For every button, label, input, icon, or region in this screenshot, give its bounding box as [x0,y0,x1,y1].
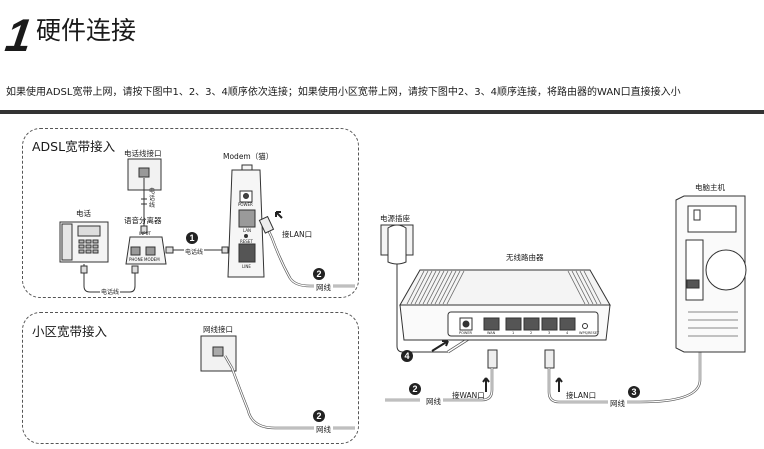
step-badge-2-adsl: 2 [313,268,325,280]
step-badge-1: 1 [186,232,198,244]
router-reset-label: WPS/RESET [579,331,600,335]
phone-label: 电话 [76,209,91,218]
lan-net-cable-label: 网线 [608,398,627,409]
wan-net-cable-label: 网线 [424,396,443,407]
router-lan-port-1 [505,317,522,331]
router-power-port-label: POWER [459,331,472,335]
modem-reset-label: RESET [240,239,253,244]
phone-jack-label: 电话线接口 [124,149,162,158]
intro-text: 如果使用ADSL宽带上网，请按下图中1、2、3、4顺序依次连接；如果使用小区宽带… [6,87,681,98]
router-lan-port-4 [559,317,576,331]
modem-power-label: POWER [238,202,253,207]
modem-label: Modem（猫） [223,152,274,161]
router-wan-port [483,317,500,331]
adsl-net-cable-label: 网线 [314,282,333,293]
community-section-title: 小区宽带接入 [32,324,108,339]
router-lan2-label: 2 [530,331,533,335]
phone-jack-port [138,167,150,178]
step-badge-4: 4 [401,350,413,362]
step-badge-2-community: 2 [313,410,325,422]
adsl-section-title: ADSL宽带接入 [32,139,116,154]
phone-line-vertical-label: 电话线 [149,188,156,209]
plug-wan-label: 接WAN口 [452,391,485,400]
modem-lan-port [238,209,256,228]
router-lan-port-2 [523,317,540,331]
adsl-section [22,128,359,298]
splitter-label: 语音分离器 [124,216,162,225]
splitter-phone-port-label: PHONE [129,257,144,262]
modem-cable-label: 电话线 [184,247,205,256]
router-lan3-label: 3 [548,331,551,335]
net-jack-label: 网线接口 [203,325,233,334]
plug-lan-label: 接LAN口 [282,230,313,239]
divider [0,110,764,114]
power-socket-label: 电源插座 [380,214,410,223]
splitter-modem-port-label: MODEM [144,257,160,262]
router-wan-port-label: WAN [487,331,496,335]
computer-label: 电脑主机 [695,183,725,192]
modem-lan-label: LAN [243,228,252,233]
plug-lan-router-label: 接LAN口 [566,391,597,400]
modem-line-port [238,243,256,263]
community-net-cable [223,355,355,430]
splitter-input-label: INPUT [139,231,151,236]
step-badge-3: 3 [628,386,640,398]
router-lan4-label: 4 [566,331,569,335]
router-lan-port-3 [541,317,558,331]
community-net-cable-label: 网线 [314,424,333,435]
step-badge-2-router: 2 [409,383,421,395]
modem-line-label: LINE [242,264,251,269]
power-adapter [387,224,407,265]
router-label: 无线路由器 [506,253,544,262]
router-lan1-label: 1 [512,331,515,335]
phone-cable-label: 电话线 [100,287,121,296]
community-section [22,312,359,444]
page-title: 硬件连接 [36,16,137,45]
